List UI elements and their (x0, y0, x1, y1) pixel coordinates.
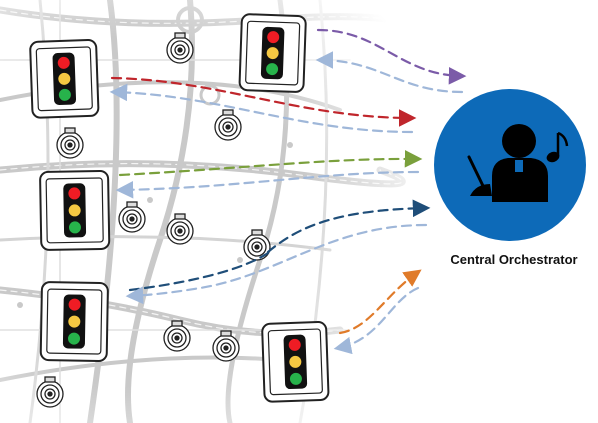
uplink-arrow (338, 269, 422, 335)
camera-sensor-icon (36, 376, 64, 408)
uplink-arrow (266, 199, 431, 254)
traffic-light-icon (261, 321, 330, 403)
camera-sensor-icon (56, 127, 84, 159)
central-orchestrator (434, 89, 586, 241)
traffic-light-icon (39, 169, 111, 251)
downlink-arrow (333, 286, 420, 355)
uplink-arrow (118, 150, 423, 177)
downlink-arrow (315, 51, 464, 94)
camera-sensor-icon (212, 330, 240, 362)
orchestrator-label: Central Orchestrator (450, 252, 578, 267)
uplink-arrows (110, 28, 467, 335)
camera-sensors (36, 32, 271, 408)
downlink-arrow (115, 170, 420, 199)
traffic-light-icon (39, 281, 109, 363)
downlink-arrow (125, 223, 428, 305)
camera-sensor-icon (163, 320, 191, 352)
downlink-arrows (109, 51, 464, 355)
traffic-light-icon (238, 13, 307, 93)
music-note-icon (546, 131, 569, 163)
camera-sensor-icon (118, 201, 146, 233)
downlink-arrow (109, 83, 414, 134)
camera-sensor-icon (166, 213, 194, 245)
camera-sensor-icon (214, 109, 242, 141)
traffic-light-icon (29, 38, 100, 119)
camera-sensor-icon (243, 229, 271, 261)
uplink-arrow (128, 251, 270, 292)
uplink-arrow (316, 28, 467, 85)
traffic-light-devices (29, 13, 330, 403)
camera-sensor-icon (166, 32, 194, 64)
uplink-arrow (110, 76, 417, 127)
conductor-icon (467, 124, 548, 202)
